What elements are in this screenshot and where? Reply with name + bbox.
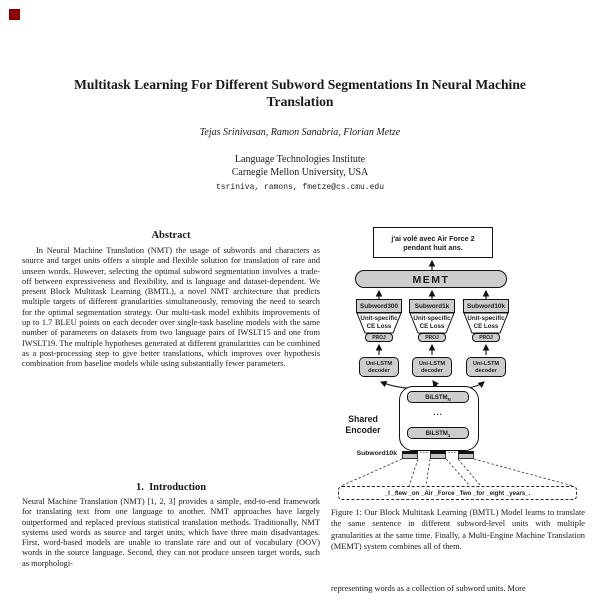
ce-loss-1: Unit-specific CE Loss	[356, 315, 402, 330]
affiliation-line2: Carnegie Mellon University, USA	[231, 167, 369, 178]
bilstm-bottom-label: BiLSTM	[425, 431, 448, 437]
shared-encoder-line1: Shared	[348, 414, 378, 424]
embedding-box-3	[458, 451, 474, 459]
decoder-3-line1: Uni-LSTM	[472, 361, 500, 367]
input-sentence-strip: _I _flew _on _Air _Force _Two _for _eigh…	[338, 486, 577, 500]
embedding-box-2	[430, 451, 446, 459]
ce-loss-1-line2: CE Loss	[366, 322, 392, 330]
ce-loss-2-line2: CE Loss	[419, 322, 445, 330]
decoder-3-line2: decoder	[475, 368, 497, 374]
bilstm-top-sub: N	[447, 397, 451, 403]
figure-1-caption: Figure 1: Our Block Multitask Learning (…	[331, 508, 585, 552]
bilstm-bottom-sub: 1	[447, 433, 451, 439]
decoder-2: Uni-LSTM decoder	[412, 357, 452, 377]
embedding-dots-2: ...	[448, 448, 457, 455]
introduction-heading: 1. Introduction	[135, 482, 207, 493]
abstract-text: In Neural Machine Translation (NMT) the …	[22, 246, 320, 369]
embedding-box-1	[402, 451, 418, 459]
affiliation-line1: Language Technologies Institute	[234, 154, 366, 165]
bilstm-top: BiLSTMN	[407, 391, 469, 403]
abstract-heading: Abstract	[151, 230, 191, 241]
decoder-1-line2: decoder	[368, 368, 390, 374]
paper-authors: Tejas Srinivasan, Ramon Sanabria, Floria…	[199, 127, 401, 138]
output-sentence-line2: pendant huit ans.	[403, 243, 463, 252]
bilstm-top-label: BiLSTM	[425, 395, 448, 401]
figure-1-diagram: j'ai volé avec Air Force 2 pendant huit …	[331, 224, 585, 504]
ce-loss-1-line1: Unit-specific	[360, 315, 398, 322]
encoder-stack-dots: ...	[433, 408, 443, 417]
subword1k-box: Subword1k	[409, 299, 455, 313]
shared-encoder-line2: Encoder	[345, 424, 381, 435]
ce-loss-3: Unit-specific CE Loss	[463, 315, 509, 330]
ce-loss-3-line2: CE Loss	[473, 322, 499, 330]
decoder-3: Uni-LSTM decoder	[466, 357, 506, 377]
input-subword-label: Subword10k	[356, 450, 397, 457]
decoder-2-line2: decoder	[421, 368, 443, 374]
paper-title: Multitask Learning For Different Subword…	[74, 77, 526, 109]
ce-loss-2: Unit-specific CE Loss	[409, 315, 455, 330]
output-sentence-line1: j'ai volé avec Air Force 2	[391, 234, 475, 243]
author-emails: tsriniva, ramons, fmetze@cs.cmu.edu	[215, 183, 385, 192]
proj-2: PROJ	[418, 333, 446, 342]
memt-block: MEMT	[355, 270, 507, 288]
introduction-text: Neural Machine Translation (NMT) [1, 2, …	[22, 497, 320, 568]
subword10k-box: Subword10k	[463, 299, 509, 313]
corner-marker	[9, 9, 20, 20]
ce-loss-3-line1: Unit-specific	[467, 315, 505, 322]
right-column-text: representing words as a collection of su…	[331, 584, 526, 593]
decoder-2-line1: Uni-LSTM	[418, 361, 446, 367]
output-sentence-box: j'ai volé avec Air Force 2 pendant huit …	[373, 227, 493, 258]
decoder-1: Uni-LSTM decoder	[359, 357, 399, 377]
subword300-box: Subword300	[356, 299, 402, 313]
shared-encoder-label: Shared Encoder	[331, 414, 395, 435]
ce-loss-2-line1: Unit-specific	[413, 315, 451, 322]
bilstm-bottom: BiLSTM1	[407, 427, 469, 439]
decoder-1-line1: Uni-LSTM	[365, 361, 393, 367]
proj-1: PROJ	[365, 333, 393, 342]
proj-3: PROJ	[472, 333, 500, 342]
embedding-dots-1: ...	[420, 448, 429, 455]
